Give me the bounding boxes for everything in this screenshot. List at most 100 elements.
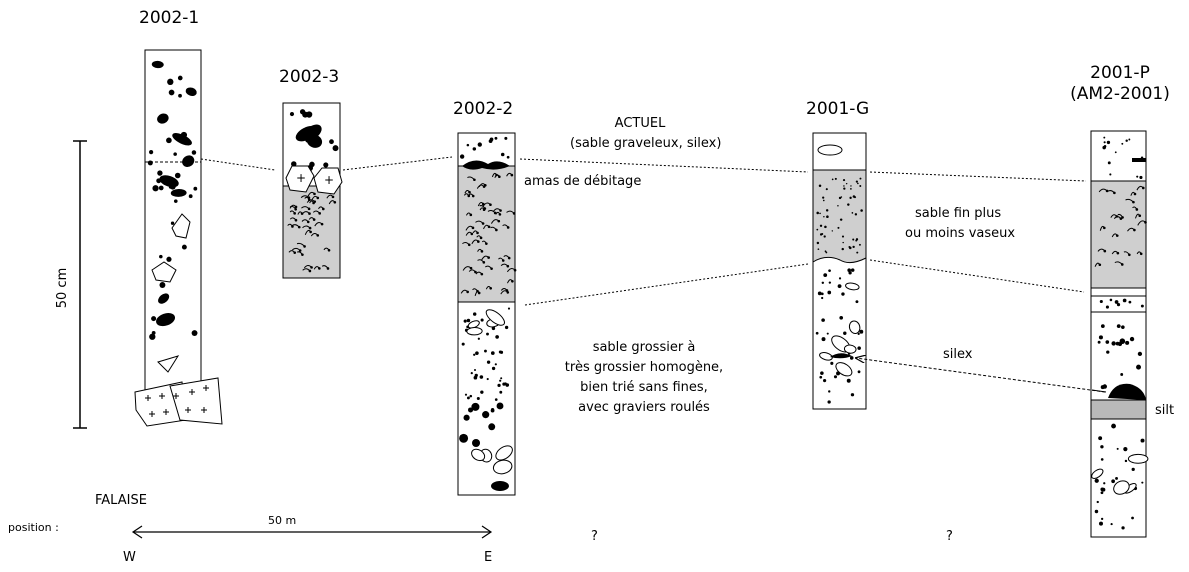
gravel-dot (467, 407, 474, 413)
rounded-gravel (843, 344, 857, 354)
position-arrow (131, 525, 493, 539)
coarse-sand-dot (819, 375, 823, 379)
gravel-dot (191, 150, 197, 155)
column-2002-2-top-gravel (459, 136, 510, 159)
gravel-dot (151, 316, 157, 322)
gravel-dot (1111, 341, 1116, 346)
gravel-dot (158, 185, 164, 191)
title-2002-2: 2002-2 (453, 99, 514, 119)
gravel-dot (166, 256, 172, 262)
gravel-dot (504, 136, 508, 140)
gravel-dot (1106, 350, 1110, 354)
shell-fragment-dot (1133, 228, 1136, 232)
gravel-dot (1116, 324, 1121, 328)
shell-fragment-dot (471, 226, 475, 230)
column-2002-3-block-right (313, 167, 343, 195)
position-arrow-left-head (131, 525, 143, 539)
rounded-gravel (819, 352, 833, 361)
column-2002-2-bottom-flint (491, 481, 509, 491)
gravel-pebble (295, 126, 317, 142)
gravel-dot (1117, 342, 1123, 347)
coarse-sand-dot (843, 331, 847, 335)
coarse-sand-dot (821, 318, 825, 322)
shell-fragment-dot (489, 203, 492, 206)
gravel-dot (149, 333, 156, 340)
shell-fragment-dot (499, 209, 502, 212)
gravel-dot (1129, 336, 1135, 342)
column-2002-1-angular-block (157, 355, 180, 373)
column-2002-1-gravel (147, 60, 198, 340)
sand-dot (469, 394, 473, 398)
correlation-line-base-1 (524, 263, 809, 306)
column-2001-G-coarse-sand (815, 268, 864, 404)
shell-fragment-dot (479, 236, 483, 240)
column-2002-1-granite-block-right (169, 377, 223, 425)
shell-fragment-dot (506, 264, 510, 268)
correlation-line-top-3 (519, 158, 809, 173)
rounded-gravel (485, 309, 505, 326)
shell-fragment-dot (1119, 217, 1123, 220)
column-2001-G-fine-sand (816, 177, 863, 254)
shell-fragment-dot (333, 201, 337, 204)
fine-sand-dot (839, 218, 843, 221)
coarse-sand-dot (828, 281, 832, 284)
gravel-pebble (151, 60, 164, 69)
coarse-sand-dot (857, 346, 861, 350)
sand-dot (470, 372, 473, 375)
column-2001-G (812, 132, 867, 410)
fine-sand-dot (855, 238, 859, 241)
shell-fragment-dot (493, 211, 497, 215)
shell-fragment-dot (303, 245, 306, 248)
gravel-dot (500, 152, 505, 157)
fine-sand-dot (849, 196, 852, 200)
shell-fragment-dot (1116, 251, 1120, 255)
fine-sand-dot (856, 251, 859, 254)
position-label: position : (8, 521, 59, 534)
sand-dot (474, 373, 478, 378)
gravel-dot (170, 221, 175, 225)
shell-fragment-dot (485, 242, 488, 245)
column-2002-1-pebble-outline (171, 213, 191, 239)
column-2002-3-cross-a: + (296, 171, 306, 185)
sand-dot (463, 319, 467, 323)
shell-fragment-dot (291, 225, 294, 228)
gravel-dot (1125, 139, 1128, 142)
column-2002-1-granite-crosses (145, 385, 209, 417)
shell-fragment-dot (1138, 214, 1142, 217)
rounded-gravel (835, 362, 853, 377)
gravel-dot (488, 423, 496, 431)
fine-sand-dot (850, 188, 852, 190)
gravel-dot (1131, 516, 1134, 520)
falaise-label: FALAISE (95, 493, 147, 508)
sand-dot (507, 307, 511, 310)
gravel-dot (1098, 335, 1103, 340)
shell-fragment-dot (467, 243, 471, 247)
gravel-dot (1103, 482, 1106, 485)
annotation-actuel-line2: (sable graveleux, silex) (570, 136, 722, 151)
fine-sand-dot (818, 184, 822, 188)
gravel-dot (1136, 364, 1141, 370)
granite-cross (145, 395, 151, 401)
gravel-dot (299, 109, 306, 115)
shell-fragment-dot (309, 230, 312, 234)
sand-dot (1122, 298, 1127, 303)
correlation-line-top-1 (200, 158, 276, 171)
shell-fragment-dot (316, 234, 320, 237)
coarse-sand-dot (850, 393, 855, 397)
fine-sand-dot (847, 203, 850, 206)
rounded-gravel (1127, 453, 1149, 464)
fine-sand-dot (843, 187, 846, 190)
gravel-dot (159, 282, 166, 288)
fine-sand-dot (841, 247, 844, 251)
shell-fragment-dot (482, 185, 486, 188)
sand-dot (466, 318, 471, 323)
granite-cross (189, 389, 195, 395)
sand-dot (464, 393, 468, 396)
coarse-sand-dot (823, 379, 827, 383)
coarse-sand-dot (815, 331, 819, 335)
shell-fragment-dot (312, 218, 316, 221)
title-2002-3: 2002-3 (279, 67, 340, 87)
shell-fragment-dot (310, 266, 313, 269)
fine-sand-dot (850, 185, 852, 187)
